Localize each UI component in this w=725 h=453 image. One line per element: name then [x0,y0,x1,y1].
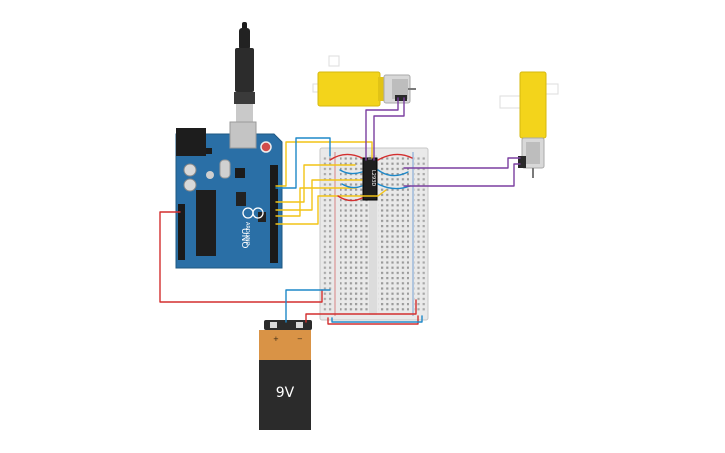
wire-red-ic-1[interactable] [329,153,363,161]
wire-blue-ic-4[interactable] [377,183,411,190]
wires [159,97,521,325]
battery-9v[interactable]: + − 9V [259,320,312,430]
digital-header [270,165,278,263]
wire-blue-signal[interactable] [275,137,331,189]
power-rail-right [414,155,425,313]
wire-purple-motor-left-2[interactable] [373,97,405,161]
wire-red-rail-bottom[interactable] [327,315,419,325]
reset-button[interactable] [260,141,272,153]
ic-label: L293D [370,170,376,186]
usb-port [229,121,257,149]
wire-blue-ic-3[interactable] [341,183,363,189]
arduino-brand-text: ARDUINO [244,222,250,246]
wire-purple-motor-right-1[interactable] [403,157,521,169]
wire-red-ic-2[interactable] [377,153,413,161]
power-header [178,204,185,260]
wire-blue-ic-2[interactable] [377,169,409,177]
ic-chip[interactable]: L293D [362,157,378,201]
arduino-uno-board[interactable]: ARDUINO UNO [175,121,283,269]
wire-red-battery[interactable] [305,299,417,323]
wire-blue-ic-1[interactable] [339,169,363,175]
wire-blue-battery[interactable] [285,289,331,323]
battery-plus-label: + [273,335,279,343]
wire-yellow-5[interactable] [275,187,357,217]
wire-yellow-1[interactable] [275,141,373,187]
dc-jack [176,128,206,156]
breadboard[interactable] [319,147,429,321]
microcontroller-chip [196,190,216,256]
battery-voltage-label: 9V [276,385,295,401]
battery-minus-label: − [297,335,303,343]
usb-cable[interactable] [234,22,255,124]
wire-purple-motor-right-2[interactable] [403,163,521,187]
arduino-model-text: UNO [239,228,249,248]
wire-purple-motor-left-1[interactable] [365,97,399,161]
wire-red-arduino-power[interactable] [159,211,323,303]
dc-motor-right[interactable] [499,71,559,178]
wire-blue-rail-bottom[interactable] [331,315,423,323]
wire-yellow-3[interactable] [275,179,363,211]
power-rail-left [323,155,334,313]
wire-yellow-2[interactable] [275,164,356,203]
dc-motor-left[interactable] [312,55,416,107]
wire-red-ic-3[interactable] [337,195,363,202]
wire-yellow-4[interactable] [275,189,387,225]
terminal-strip-right [378,157,409,313]
